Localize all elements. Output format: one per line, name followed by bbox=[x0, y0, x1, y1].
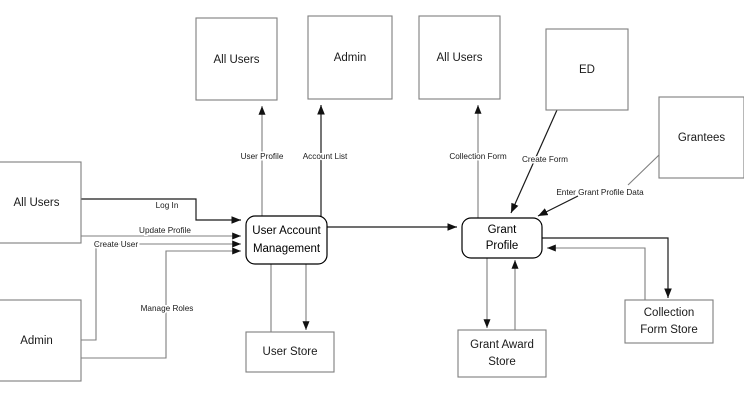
store-label-line2: Store bbox=[488, 356, 516, 368]
flow-label-enter-grant-profile-data: Enter Grant Profile Data bbox=[556, 188, 644, 197]
flow-path-grant-profile-to-collection-store bbox=[542, 237, 672, 298]
flow-path-enter-grant-profile-data bbox=[537, 195, 579, 217]
entity-label: Grantees bbox=[678, 132, 726, 144]
entity-label: ED bbox=[579, 64, 595, 76]
store-label-line1: Collection bbox=[644, 307, 695, 319]
flow-label-update-profile: Update Profile bbox=[139, 226, 191, 235]
entity-ed[interactable]: ED bbox=[545, 28, 629, 111]
flow-labels-group: Log In Update Profile Create User Manage… bbox=[92, 151, 645, 315]
flow-label-create-form: Create Form bbox=[522, 155, 568, 164]
entity-all-users-top-mid[interactable]: All Users bbox=[418, 15, 501, 100]
flow-path-create-user bbox=[81, 240, 241, 341]
entity-label: All Users bbox=[213, 54, 259, 66]
entity-label: All Users bbox=[436, 52, 482, 64]
store-label-line1: User Store bbox=[263, 346, 318, 358]
store-label-line2: Form Store bbox=[640, 324, 698, 336]
process-label-line1: Grant bbox=[488, 224, 518, 236]
process-label-line2: Management bbox=[253, 243, 321, 255]
entity-all-users-left[interactable]: All Users bbox=[0, 161, 82, 244]
flow-path-log-in bbox=[81, 198, 241, 224]
flow-label-collection-form: Collection Form bbox=[449, 152, 507, 161]
store-grant-award-store[interactable]: Grant Award Store bbox=[457, 329, 547, 378]
flow-label-account-list: Account List bbox=[303, 152, 348, 161]
process-label-line1: User Account bbox=[252, 225, 321, 237]
flow-label-create-user: Create User bbox=[94, 240, 138, 249]
process-label-line2: Profile bbox=[486, 240, 519, 252]
store-collection-form-store[interactable]: Collection Form Store bbox=[624, 299, 714, 344]
store-user-store[interactable]: User Store bbox=[245, 331, 335, 373]
entity-label: Admin bbox=[20, 335, 53, 347]
flow-path-collection-store-to-grant-profile bbox=[547, 244, 646, 300]
flow-path-create-form bbox=[510, 109, 558, 214]
process-grant-profile[interactable]: Grant Profile bbox=[461, 217, 543, 259]
entity-grantees[interactable]: Grantees bbox=[658, 96, 744, 179]
store-label-line1: Grant Award bbox=[470, 339, 534, 351]
flow-label-manage-roles: Manage Roles bbox=[141, 304, 194, 313]
flow-label-log-in: Log In bbox=[156, 201, 179, 210]
flow-lines-group bbox=[81, 105, 672, 359]
flow-path-manage-roles bbox=[81, 247, 241, 359]
flow-label-user-profile: User Profile bbox=[241, 152, 284, 161]
entity-admin-left[interactable]: Admin bbox=[0, 299, 82, 382]
entity-admin-top[interactable]: Admin bbox=[307, 15, 393, 100]
entity-label: Admin bbox=[334, 52, 367, 64]
entity-all-users-top-left[interactable]: All Users bbox=[195, 17, 278, 101]
process-user-account-management[interactable]: User Account Management bbox=[245, 215, 328, 265]
flow-path-grantees-leader bbox=[627, 154, 660, 186]
entity-label: All Users bbox=[13, 197, 59, 209]
